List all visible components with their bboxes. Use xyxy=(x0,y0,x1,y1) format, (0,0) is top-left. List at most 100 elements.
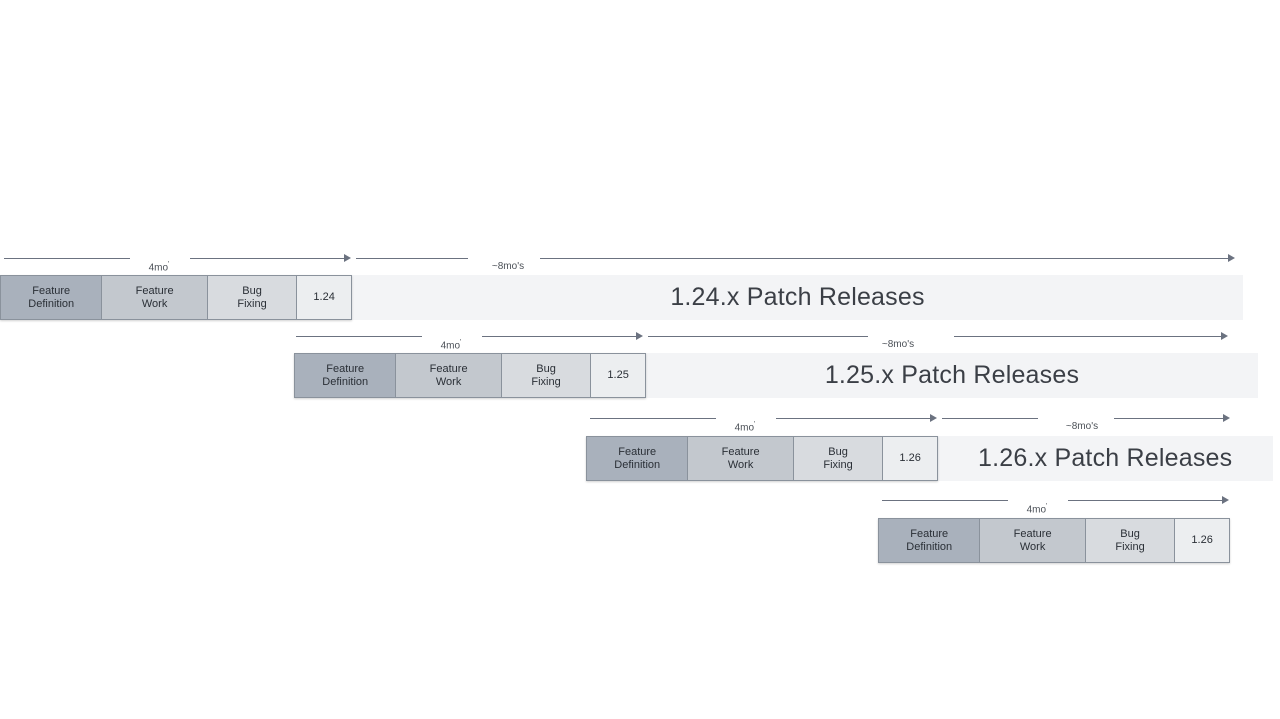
phase-label-line1: Feature xyxy=(326,362,365,375)
measure-support-124: ~8mo's xyxy=(356,252,1236,272)
version-label: 1.24 xyxy=(313,291,335,303)
measure-dev-126: 4mo' xyxy=(590,412,938,433)
phase-label-line2: Work xyxy=(141,297,168,310)
phase-label-line2: Fixing xyxy=(531,375,561,388)
phase-feature-definition-125: Feature Definition xyxy=(295,354,397,397)
patch-band-label-125: 1.25.x Patch Releases xyxy=(824,361,1080,389)
phase-version-next: 1.26 xyxy=(1175,519,1229,562)
arrowhead-icon xyxy=(1228,253,1235,262)
patch-band-label-124: 1.24.x Patch Releases xyxy=(670,283,925,311)
phase-feature-definition-next: Feature Definition xyxy=(879,519,981,562)
arrowhead-icon xyxy=(1222,495,1229,504)
patch-band-126: 1.26.x Patch Releases xyxy=(938,436,1273,481)
phase-label-line1: Bug xyxy=(536,362,556,375)
phase-bar-126: Feature Definition Feature Work Bug Fixi… xyxy=(586,436,938,481)
arrowhead-icon xyxy=(1221,331,1228,340)
patch-band-label-126: 1.26.x Patch Releases xyxy=(978,444,1233,472)
arrowhead-icon xyxy=(636,331,643,340)
phase-label-line2: Definition xyxy=(906,540,953,553)
phase-label-line2: Definition xyxy=(28,297,75,310)
phase-bar-125: Feature Definition Feature Work Bug Fixi… xyxy=(294,353,646,398)
measure-sup: ' xyxy=(1046,503,1048,510)
version-label: 1.25 xyxy=(607,369,629,381)
measure-value: ~8mo's xyxy=(881,339,915,350)
measure-seg-left xyxy=(296,336,422,337)
phase-feature-work-126: Feature Work xyxy=(688,437,794,480)
phase-bar-next: Feature Definition Feature Work Bug Fixi… xyxy=(878,518,1230,563)
measure-value: 4mo xyxy=(734,422,755,434)
measure-value: 4mo xyxy=(148,262,169,274)
phase-label-line1: Feature xyxy=(1013,527,1052,540)
measure-support-126: ~8mo's xyxy=(942,412,1238,432)
measure-dev-125: 4mo' xyxy=(296,330,644,351)
phase-feature-definition-126: Feature Definition xyxy=(587,437,689,480)
phase-label-line2: Fixing xyxy=(1115,540,1145,553)
measure-seg-left xyxy=(942,418,1038,419)
phase-label-line2: Work xyxy=(1019,540,1046,553)
measure-seg-left xyxy=(648,336,868,337)
measure-seg-left xyxy=(4,258,130,259)
phase-label-line1: Feature xyxy=(429,362,468,375)
phase-label-line1: Bug xyxy=(828,445,848,458)
phase-version-125: 1.25 xyxy=(591,354,645,397)
measure-label-dev-126: 4mo' xyxy=(735,421,756,433)
phase-feature-work-next: Feature Work xyxy=(980,519,1086,562)
arrowhead-icon xyxy=(930,413,937,422)
measure-label-support-124: ~8mo's xyxy=(492,261,524,272)
phase-label-line2: Fixing xyxy=(823,458,853,471)
measure-seg-right xyxy=(190,258,345,259)
measure-seg-right xyxy=(1068,500,1223,501)
measure-label-dev-125: 4mo' xyxy=(441,339,462,351)
arrowhead-icon xyxy=(1223,413,1230,422)
phase-bar-124: Feature Definition Feature Work Bug Fixi… xyxy=(0,275,352,320)
measure-seg-left xyxy=(882,500,1008,501)
arrowhead-icon xyxy=(344,253,351,262)
measure-label-support-125: ~8mo's xyxy=(882,339,914,350)
phase-label-line1: Bug xyxy=(242,284,262,297)
phase-bug-fixing-124: Bug Fixing xyxy=(207,276,298,319)
phase-version-126: 1.26 xyxy=(883,437,937,480)
measure-seg-left xyxy=(590,418,716,419)
measure-support-125: ~8mo's xyxy=(648,330,1238,350)
measure-label-support-126: ~8mo's xyxy=(1066,421,1098,432)
measure-seg-right xyxy=(1114,418,1224,419)
phase-label-line1: Feature xyxy=(618,445,657,458)
measure-label-dev-next: 4mo' xyxy=(1027,503,1048,515)
phase-label-line1: Feature xyxy=(135,284,174,297)
measure-seg-right xyxy=(540,258,1229,259)
measure-seg-right xyxy=(482,336,637,337)
measure-seg-right xyxy=(954,336,1222,337)
phase-label-line1: Feature xyxy=(32,284,71,297)
phase-bug-fixing-125: Bug Fixing xyxy=(501,354,592,397)
measure-sup: ' xyxy=(168,261,170,268)
phase-label-line1: Feature xyxy=(910,527,949,540)
phase-bug-fixing-126: Bug Fixing xyxy=(793,437,884,480)
phase-feature-definition-124: Feature Definition xyxy=(1,276,103,319)
phase-version-124: 1.24 xyxy=(297,276,351,319)
version-label: 1.26 xyxy=(899,452,921,464)
phase-label-line2: Work xyxy=(435,375,462,388)
measure-dev-next: 4mo' xyxy=(882,494,1230,515)
phase-label-line1: Bug xyxy=(1120,527,1140,540)
measure-seg-left xyxy=(356,258,468,259)
measure-label-dev-124: 4mo' xyxy=(149,261,170,273)
patch-band-125: 1.25.x Patch Releases xyxy=(646,353,1258,398)
phase-label-line2: Fixing xyxy=(237,297,267,310)
measure-value: ~8mo's xyxy=(1065,421,1099,432)
measure-value: 4mo xyxy=(440,340,461,352)
phase-feature-work-124: Feature Work xyxy=(102,276,208,319)
phase-label-line1: Feature xyxy=(721,445,760,458)
measure-sup: ' xyxy=(754,421,756,428)
measure-value: 4mo xyxy=(1026,504,1047,516)
phase-label-line2: Definition xyxy=(614,458,661,471)
version-label: 1.26 xyxy=(1191,534,1213,546)
measure-seg-right xyxy=(776,418,931,419)
phase-label-line2: Work xyxy=(727,458,754,471)
phase-bug-fixing-next: Bug Fixing xyxy=(1085,519,1176,562)
phase-feature-work-125: Feature Work xyxy=(396,354,502,397)
measure-dev-124: 4mo' xyxy=(4,252,352,273)
patch-band-124: 1.24.x Patch Releases xyxy=(352,275,1243,320)
measure-value: ~8mo's xyxy=(491,261,525,272)
phase-label-line2: Definition xyxy=(322,375,369,388)
